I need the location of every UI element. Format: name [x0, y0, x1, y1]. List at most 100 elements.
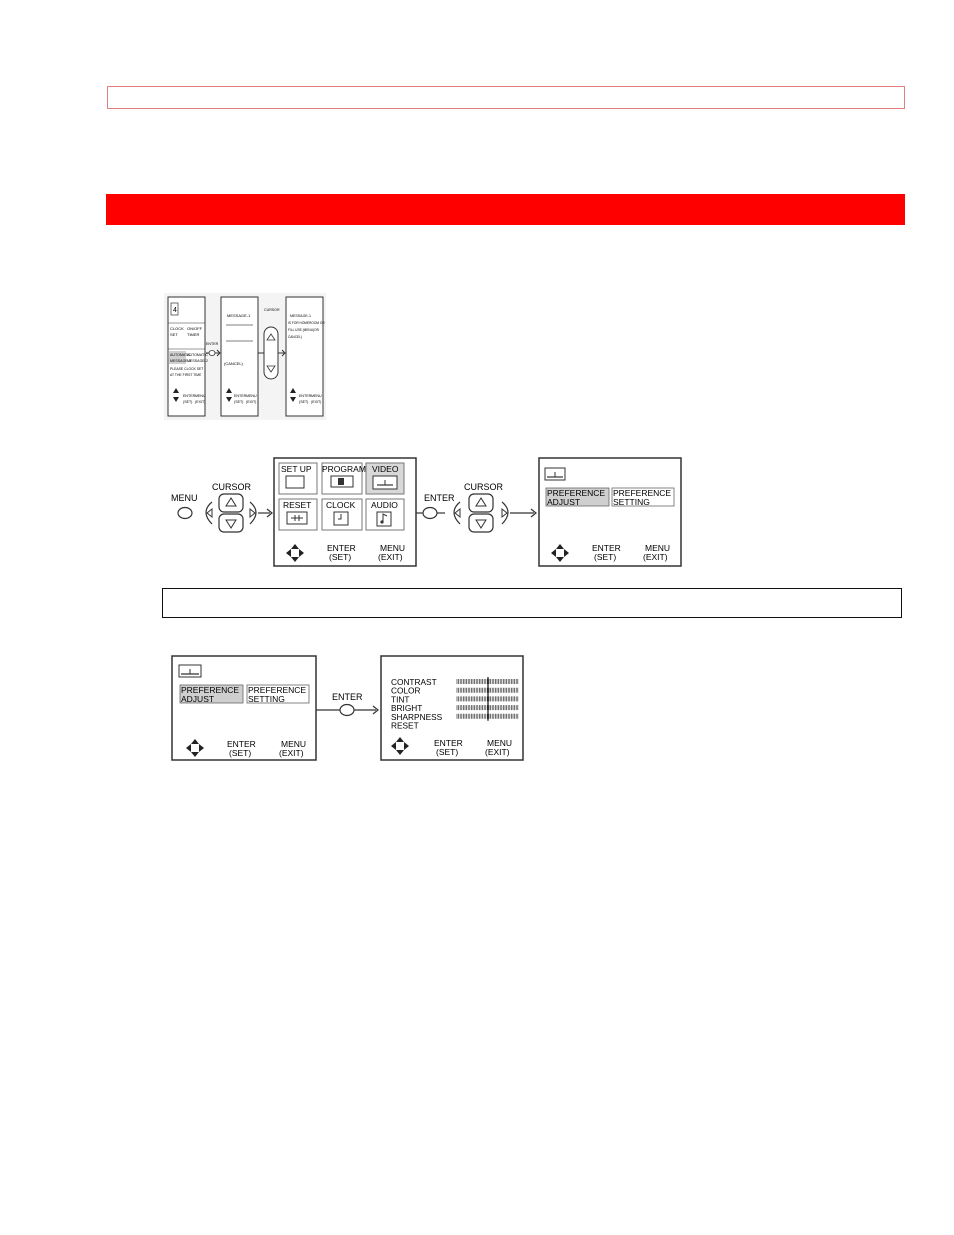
clock-set-label-2: SET [170, 332, 178, 337]
exit-label: (EXIT) [378, 552, 403, 562]
exit-label: (EXIT) [643, 552, 668, 562]
enter-label: ENTER [434, 738, 463, 748]
adjust-slider-bar [456, 703, 519, 713]
adjust-slider-bar [456, 685, 519, 695]
menu-item-audio: AUDIO [365, 498, 405, 531]
menu-item-reset: RESET [278, 498, 318, 531]
set-label: (SET) [183, 400, 192, 404]
enter-button-label: ENTER [424, 493, 455, 503]
menu-label: MENU [380, 543, 405, 553]
menu-item-setup: SET UP [278, 462, 318, 495]
enter-button-icon [339, 703, 355, 717]
menu-label: MENU [311, 394, 322, 398]
adjust-item-label: BRIGHT [391, 703, 422, 713]
exit-label: (EXIT) [246, 400, 256, 404]
clock-prompt-line2: AT THE FIRST TIME [170, 373, 202, 377]
menu-item-video: VIDEO [365, 462, 405, 495]
enter-label: ENTER [299, 394, 312, 398]
arrow-right-icon [216, 349, 221, 357]
enter-arrow-label: ENTER [206, 342, 219, 346]
note-frame [162, 588, 902, 618]
setup-icon [285, 475, 305, 489]
menu-item-program: PROGRAM [321, 462, 366, 495]
adjust-slider-bar [456, 711, 519, 721]
set-label: (SET) [229, 748, 251, 758]
menu-item-clock: CLOCK [321, 498, 363, 531]
cursor-pad-icon [263, 326, 279, 380]
move-cursor-icon [186, 739, 204, 757]
section-header-bar [106, 194, 905, 225]
clock-icon [333, 511, 349, 526]
setup-label: SET UP [281, 464, 312, 474]
move-cursor-icon [286, 544, 304, 562]
enter-label: ENTER [227, 739, 256, 749]
pref-setting-label-2: SETTING [613, 497, 650, 507]
cancel-label: (CANCEL) [224, 361, 244, 366]
move-cursor-icon [391, 737, 409, 755]
adjust-slider-bar [456, 677, 519, 686]
enter-label: ENTER [234, 394, 247, 398]
onoff-timer-label: ON/OFF [187, 326, 203, 331]
preference-setting-option [611, 487, 675, 507]
adjust-item-label: RESET [391, 721, 419, 731]
set-label: (SET) [234, 400, 243, 404]
menu-label: MENU [281, 739, 306, 749]
enter-label: ENTER [592, 543, 621, 553]
updown-cursor-icon [226, 388, 232, 402]
move-cursor-icon [551, 544, 569, 562]
menu-label: MENU [645, 543, 670, 553]
adjust-item-label: CONTRAST [391, 677, 437, 687]
preference-setting-option [246, 684, 310, 704]
reset-label: RESET [283, 500, 311, 510]
pref-setting-label-2: SETTING [248, 694, 285, 704]
message-menu-figure: 4 CLOCK SET ON/OFF TIMER AUTOMATIC MESSA… [164, 293, 326, 420]
cursor-label: CURSOR [464, 482, 504, 492]
preference-adjust-option [545, 487, 610, 507]
cursor-pad-icon [205, 493, 257, 533]
onoff-timer-label-2: TIMER [187, 332, 200, 337]
arrow-right-icon [266, 508, 273, 518]
auto-message1-label-2: MESSAGE-1 [170, 359, 191, 363]
enter-button-icon [422, 506, 438, 520]
video-label: VIDEO [372, 464, 399, 474]
program-label: PROGRAM [322, 464, 366, 474]
preference-adjust-option [179, 684, 244, 704]
cursor-label: CURSOR [264, 308, 280, 312]
auto-message1-label: AUTOMATIC [170, 353, 191, 357]
message-edit-screen [285, 296, 324, 417]
menu-label: MENU [487, 738, 512, 748]
header-frame [107, 86, 905, 109]
audio-icon [376, 511, 392, 527]
reset-icon [286, 511, 308, 525]
set-label: (SET) [594, 552, 616, 562]
message-screen [220, 296, 259, 417]
pref-adjust-label: PREFERENCE [547, 488, 605, 498]
arrow-right-icon [530, 508, 537, 518]
menu-label: MENU [246, 394, 257, 398]
exit-label: (EXIT) [279, 748, 304, 758]
enter-button-label: ENTER [332, 692, 363, 702]
preference-adjust-figure: PREFERENCE ADJUST PREFERENCE SETTING ENT… [171, 655, 524, 761]
message-line-3: FILL USE (MENU)OR [288, 328, 320, 332]
exit-label: (EXIT) [195, 400, 205, 404]
adjust-item-label: SHARPNESS [391, 712, 443, 722]
menu-label: MENU [195, 394, 206, 398]
enter-button-icon [208, 350, 216, 356]
message-title: MESSAGE-1 [227, 313, 251, 318]
set-label: (SET) [436, 747, 458, 757]
menu-button-icon [177, 506, 193, 520]
clock-label: CLOCK [326, 500, 356, 510]
cursor-label: CURSOR [212, 482, 252, 492]
enter-label: ENTER [183, 394, 196, 398]
cursor-pad-icon [453, 493, 509, 533]
arrow-right-icon [372, 705, 379, 715]
set-label: (SET) [299, 400, 308, 404]
auto-message2-label: AUTOMATIC [187, 353, 208, 357]
message-line-2: IS FOR HOMEROOM OR [288, 321, 325, 325]
clock-prompt-line1: PLEASE CLOCK SET [170, 367, 203, 371]
pref-adjust-label: PREFERENCE [181, 685, 239, 695]
message-line-4: CANCEL) [288, 335, 302, 339]
video-menu-figure: MENU CURSOR SET UP PROGRAM VIDEO RESET [171, 457, 682, 567]
auto-message2-label-2: MESSAGE-2 [187, 359, 208, 363]
